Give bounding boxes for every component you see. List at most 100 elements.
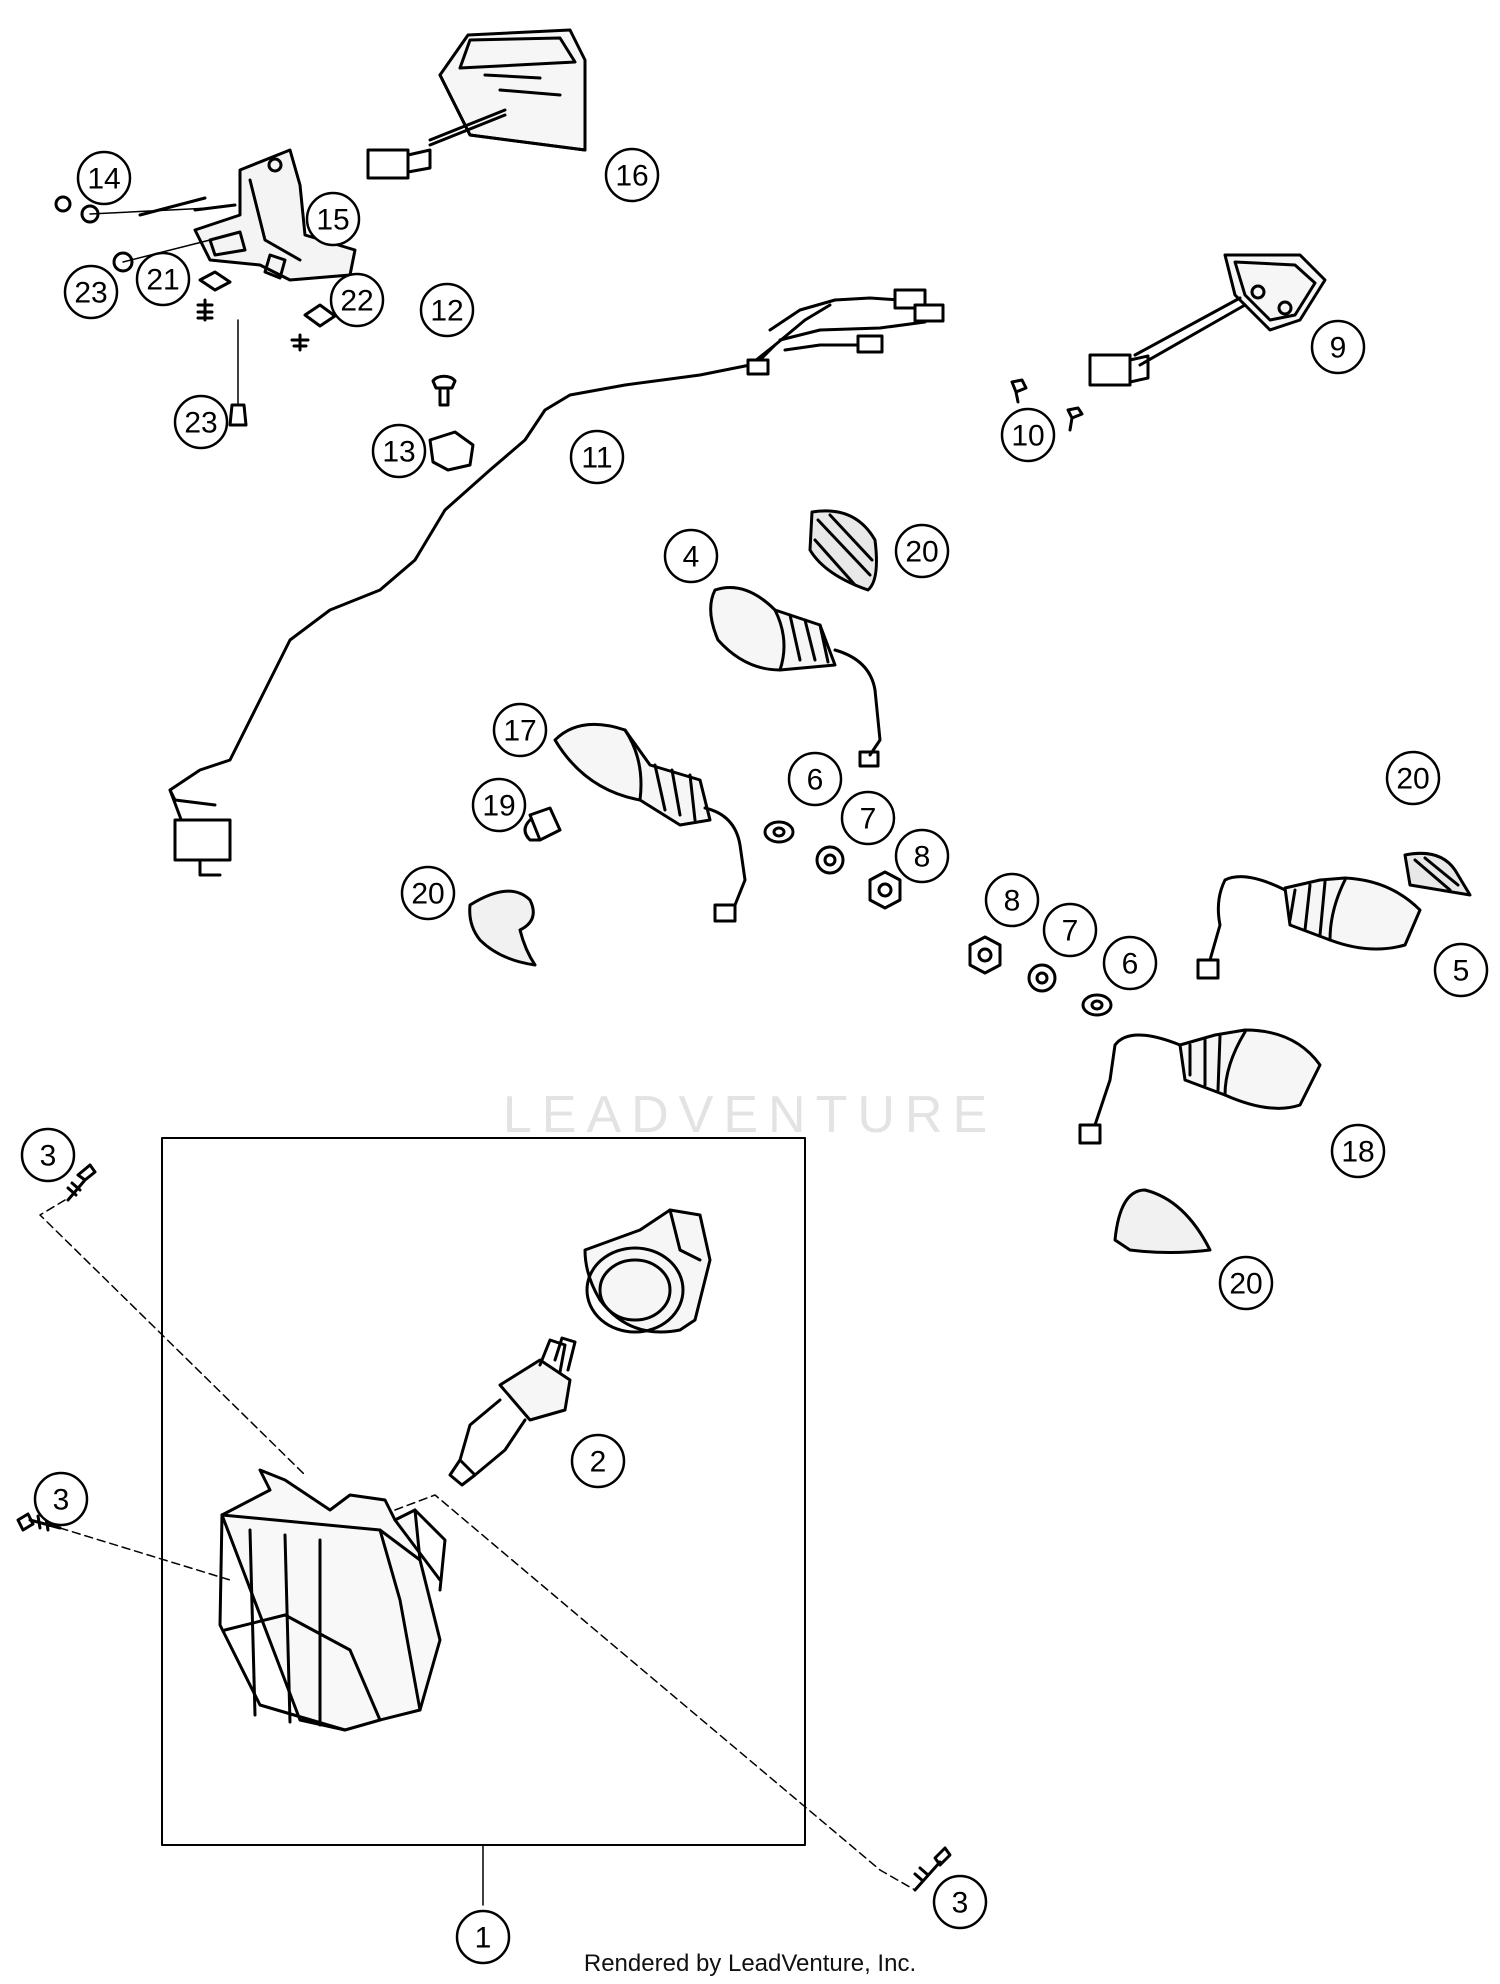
callout-3: 3 — [33, 1471, 89, 1527]
callout-8: 8 — [984, 872, 1040, 928]
callout-label: 23 — [184, 407, 217, 440]
callout-22: 22 — [329, 272, 385, 328]
callout-circle — [400, 865, 456, 921]
callout-label: 15 — [316, 204, 349, 237]
callout-17: 17 — [492, 702, 548, 758]
callout-circle — [135, 251, 191, 307]
callout-label: 8 — [914, 841, 931, 874]
callout-label: 6 — [1122, 948, 1139, 981]
callout-21: 21 — [135, 251, 191, 307]
callout-circle — [419, 282, 475, 338]
washers-nuts-left — [763, 820, 902, 910]
turn-indicator-front-right — [553, 722, 747, 923]
callout-15: 15 — [305, 191, 361, 247]
callout-circle — [1102, 935, 1158, 991]
turn-indicator-rear-right — [1078, 1028, 1322, 1145]
callout-3: 3 — [932, 1874, 988, 1930]
callout-circle — [663, 528, 719, 584]
callout-circle — [1385, 750, 1441, 806]
indicator-lens-left — [468, 889, 537, 967]
washers-nuts-right — [968, 935, 1113, 1017]
callout-label: 16 — [615, 160, 648, 193]
callout-label: 23 — [74, 277, 107, 310]
dashboard-display — [366, 28, 587, 180]
callout-circle — [840, 790, 896, 846]
callout-circle — [984, 872, 1040, 928]
leader-lines — [39, 1199, 916, 1906]
indicator-bulb — [523, 806, 562, 842]
callout-label: 13 — [382, 436, 415, 469]
callout-label: 5 — [1453, 955, 1470, 988]
callout-6: 6 — [787, 751, 843, 807]
callout-7: 7 — [1042, 902, 1098, 958]
callout-circle — [329, 272, 385, 328]
callout-7: 7 — [840, 790, 896, 846]
callout-8: 8 — [894, 828, 950, 884]
callout-circle — [471, 777, 527, 833]
callout-circle — [787, 751, 843, 807]
callout-circle — [570, 1433, 626, 1489]
callout-label: 3 — [952, 1887, 969, 1920]
callout-circle — [569, 429, 625, 485]
callout-label: 20 — [1396, 763, 1429, 796]
callout-label: 2 — [590, 1446, 607, 1479]
callout-label: 21 — [146, 264, 179, 297]
callout-label: 18 — [1341, 1136, 1374, 1169]
callout-label: 17 — [503, 715, 536, 748]
headlight-assembly-frame — [161, 1137, 806, 1846]
callout-20: 20 — [1385, 750, 1441, 806]
wiring-harness — [168, 288, 945, 877]
turn-indicator-front-left — [709, 586, 882, 768]
callout-10: 10 — [1000, 407, 1056, 463]
callout-label: 22 — [340, 285, 373, 318]
callout-circle — [1000, 407, 1056, 463]
callout-circle — [894, 828, 950, 884]
indicator-lens-right — [1403, 851, 1472, 897]
callout-circle — [1433, 942, 1489, 998]
callout-label: 6 — [807, 764, 824, 797]
callout-20: 20 — [894, 523, 950, 579]
fasteners-group — [54, 195, 1084, 472]
callout-19: 19 — [471, 777, 527, 833]
callout-1: 1 — [455, 1909, 511, 1965]
callout-label: 9 — [1330, 332, 1347, 365]
callout-circle — [76, 150, 132, 206]
callout-label: 10 — [1011, 420, 1044, 453]
callout-14: 14 — [76, 150, 132, 206]
screws — [16, 1163, 952, 1892]
callout-5: 5 — [1433, 942, 1489, 998]
indicator-lens — [808, 509, 878, 592]
tail-light — [1088, 253, 1327, 387]
callout-20: 20 — [1218, 1255, 1274, 1311]
callout-circle — [371, 423, 427, 479]
watermark: LEADVENTURE — [502, 1086, 998, 1144]
footer-credit: Rendered by LeadVenture, Inc. — [583, 1950, 917, 1977]
callout-label: 7 — [860, 803, 877, 836]
turn-indicator-rear-left — [1196, 875, 1422, 980]
callout-12: 12 — [419, 282, 475, 338]
callout-circle — [305, 191, 361, 247]
callout-circle — [63, 264, 119, 320]
callout-circle — [1310, 319, 1366, 375]
callout-circle — [604, 147, 660, 203]
callout-3: 3 — [20, 1127, 76, 1183]
callout-label: 1 — [475, 1922, 492, 1955]
callout-circle — [1042, 902, 1098, 958]
callout-circle — [492, 702, 548, 758]
callout-circle — [932, 1874, 988, 1930]
callout-label: 3 — [53, 1484, 70, 1517]
callout-circle — [1218, 1255, 1274, 1311]
headlight-housing — [218, 1468, 447, 1732]
callout-label: 14 — [87, 163, 120, 196]
callout-11: 11 — [569, 429, 625, 485]
callout-label: 8 — [1004, 885, 1021, 918]
callout-label: 11 — [581, 442, 612, 475]
callout-18: 18 — [1330, 1123, 1386, 1179]
mounting-bracket — [138, 148, 357, 282]
callout-label: 3 — [40, 1140, 57, 1173]
callout-20: 20 — [400, 865, 456, 921]
callout-4: 4 — [663, 528, 719, 584]
callout-circle — [455, 1909, 511, 1965]
callout-circle — [173, 394, 229, 450]
